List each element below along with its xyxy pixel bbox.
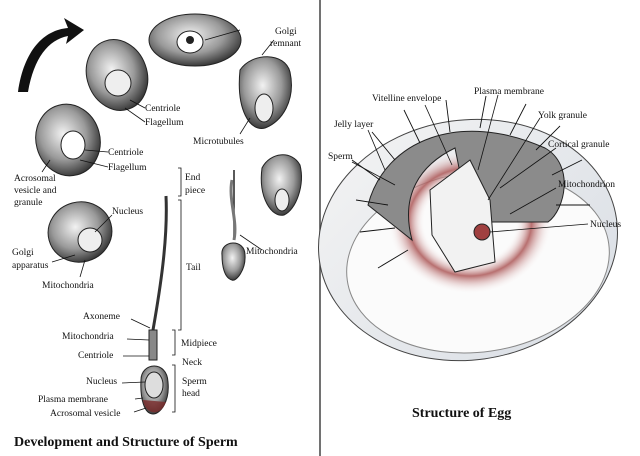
label-vitelline-envelope: Vitelline envelope bbox=[372, 94, 441, 104]
caption-sperm: Development and Structure of Sperm bbox=[14, 435, 238, 450]
label-flagellum-mid: Flagellum bbox=[108, 163, 147, 173]
spermatid-stage-7 bbox=[221, 170, 263, 281]
label-neck: Neck bbox=[182, 358, 202, 368]
label-centriole-top: Centriole bbox=[145, 104, 180, 114]
label-acrosomal-1: Acrosomal bbox=[14, 174, 56, 184]
label-golgi-apparatus-1: Golgi bbox=[12, 248, 34, 258]
label-plasma-membrane-sperm: Plasma membrane bbox=[38, 395, 108, 405]
label-sperm-head-1: Sperm bbox=[182, 377, 207, 387]
label-plasma-membrane-egg: Plasma membrane bbox=[474, 87, 544, 97]
label-flagellum-top: Flagellum bbox=[145, 118, 184, 128]
label-end-piece-2: piece bbox=[185, 186, 205, 196]
label-acrosomal-3: granule bbox=[14, 198, 43, 208]
spermatid-stage-6 bbox=[260, 154, 302, 216]
spermatid-stage-4 bbox=[47, 201, 113, 278]
label-yolk-granule: Yolk granule bbox=[538, 111, 587, 121]
label-nucleus-mature: Nucleus bbox=[86, 377, 117, 387]
label-nucleus-mid: Nucleus bbox=[112, 207, 143, 217]
label-end-piece-1: End bbox=[185, 173, 201, 183]
label-nucleus-egg: Nucleus bbox=[590, 220, 621, 230]
label-acrosomal-2: vesicle and bbox=[14, 186, 57, 196]
label-centriole-mature: Centriole bbox=[78, 351, 113, 361]
label-sperm-head-2: head bbox=[182, 389, 200, 399]
label-midpiece: Midpiece bbox=[181, 339, 217, 349]
label-sperm-egg: Sperm bbox=[328, 152, 353, 162]
label-mitochondria-left: Mitochondria bbox=[42, 281, 94, 291]
label-acrosomal-vesicle: Acrosomal vesicle bbox=[50, 409, 120, 419]
spermatid-stage-1 bbox=[148, 13, 242, 67]
label-mitochondria-mature: Mitochondria bbox=[62, 332, 114, 342]
spermatid-stage-5 bbox=[238, 39, 292, 135]
label-centriole-mid: Centriole bbox=[108, 148, 143, 158]
label-jelly-layer: Jelly layer bbox=[334, 120, 374, 130]
label-golgi-remnant-1: Golgi bbox=[275, 27, 297, 37]
spermatid-stage-3 bbox=[35, 103, 109, 177]
label-mitochondria-right: Mitochondria bbox=[246, 247, 298, 257]
label-microtubules: Microtubules bbox=[193, 137, 244, 147]
label-golgi-remnant-2: remnant bbox=[270, 39, 301, 49]
curved-arrow-icon bbox=[18, 18, 84, 92]
label-tail: Tail bbox=[186, 263, 201, 273]
label-cortical-granule: Cortical granule bbox=[548, 140, 609, 150]
spermatid-stage-2 bbox=[85, 39, 149, 123]
label-golgi-apparatus-2: apparatus bbox=[12, 261, 49, 271]
label-axoneme: Axoneme bbox=[83, 312, 120, 322]
caption-egg: Structure of Egg bbox=[412, 406, 511, 421]
label-mitochondrion: Mitochondrion bbox=[558, 180, 615, 190]
mature-sperm bbox=[121, 167, 182, 415]
egg-diagram bbox=[318, 94, 618, 362]
